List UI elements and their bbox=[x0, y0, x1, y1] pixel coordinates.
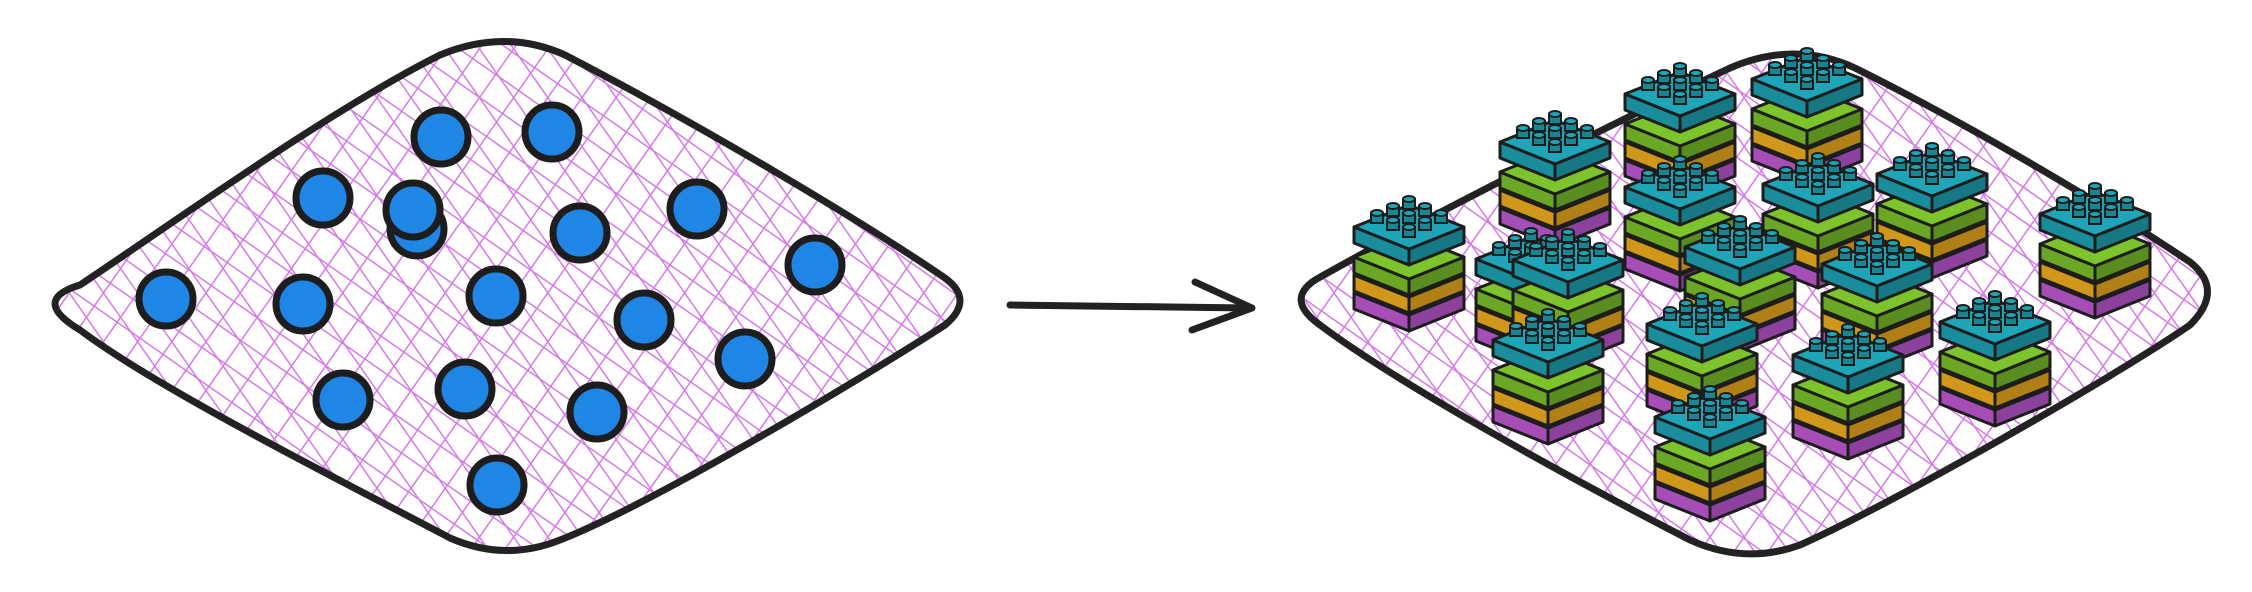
dot-17 bbox=[382, 179, 444, 241]
stack-14 bbox=[1791, 323, 1905, 461]
dots-group bbox=[135, 101, 846, 516]
stacks-group bbox=[1352, 47, 2152, 523]
right-plane bbox=[1297, 47, 2211, 558]
dot-14 bbox=[434, 358, 496, 420]
stack-13 bbox=[1645, 292, 1759, 430]
right-plane-outline bbox=[1297, 50, 2211, 558]
left-plane-outline bbox=[51, 38, 964, 554]
dot-1 bbox=[410, 106, 472, 168]
dot-11 bbox=[613, 289, 675, 351]
right-arrow-icon bbox=[1006, 278, 1256, 334]
stack-16 bbox=[1653, 385, 1767, 523]
stack-15 bbox=[1938, 290, 2052, 428]
stack-7 bbox=[1352, 195, 1466, 333]
stack-6 bbox=[1875, 142, 1989, 280]
dot-5 bbox=[549, 202, 611, 264]
dot-8 bbox=[135, 268, 197, 330]
stack-3 bbox=[1498, 110, 1612, 248]
dot-12 bbox=[714, 328, 776, 390]
stack-1 bbox=[1750, 47, 1864, 185]
dot-7 bbox=[784, 234, 846, 296]
dot-9 bbox=[272, 273, 334, 335]
dot-10 bbox=[465, 265, 527, 327]
dot-3 bbox=[292, 167, 354, 229]
dot-16 bbox=[466, 454, 528, 516]
left-plane bbox=[51, 38, 964, 554]
stack-11 bbox=[2038, 182, 2152, 320]
dot-2 bbox=[521, 101, 583, 163]
stack-12 bbox=[1491, 308, 1605, 446]
dot-15 bbox=[566, 381, 628, 443]
dot-6 bbox=[666, 178, 728, 240]
dot-13 bbox=[312, 369, 374, 431]
